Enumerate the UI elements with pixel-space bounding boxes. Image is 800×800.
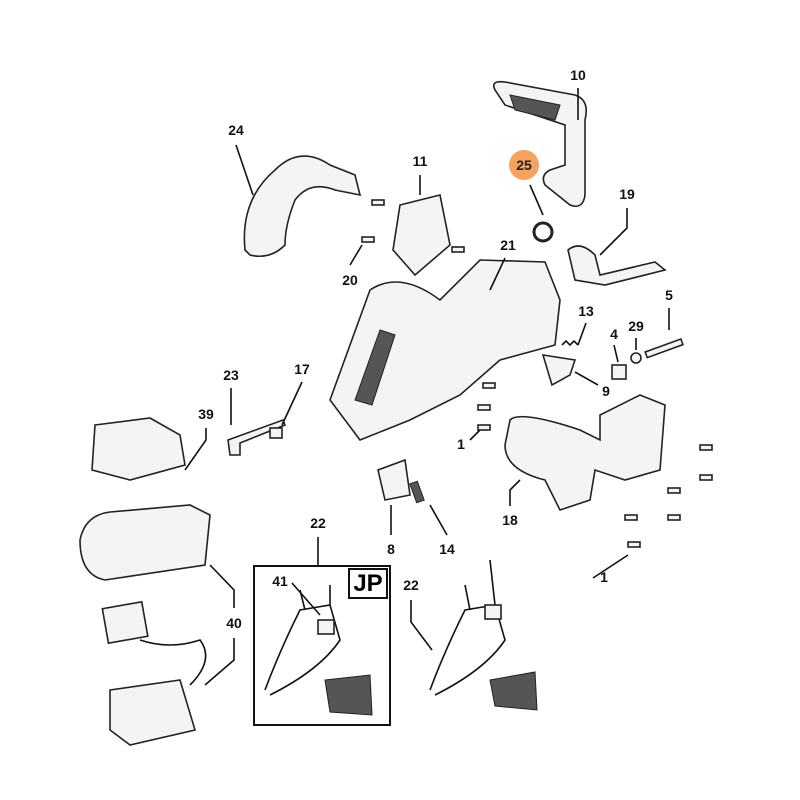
part-19-lever [567, 245, 667, 286]
part-39-battery [91, 417, 186, 481]
label-1-bottom: 1 [600, 569, 608, 585]
part-40-charger [109, 679, 197, 746]
label-5: 5 [665, 287, 673, 303]
part-5-bolt [644, 337, 684, 359]
part-40-charger-base [79, 504, 211, 581]
label-24: 24 [228, 122, 244, 138]
part-18-motor-gearbox [504, 394, 666, 511]
label-17: 17 [294, 361, 310, 377]
leader-lines [184, 88, 670, 686]
label-22-jp: 22 [310, 515, 326, 531]
part-25-ring [532, 221, 554, 243]
part-13-spring [561, 339, 579, 347]
part-22-harness [429, 559, 506, 696]
part-17-small-part [269, 427, 283, 439]
label-11: 11 [412, 153, 428, 169]
jp-region-label: JP [348, 568, 388, 599]
part-40-adapter [101, 600, 149, 645]
label-29: 29 [628, 318, 644, 334]
part-9-switch [541, 354, 577, 387]
label-10: 10 [570, 67, 586, 83]
label-40: 40 [226, 615, 242, 631]
screws [361, 199, 713, 548]
label-1: 1 [457, 436, 465, 452]
label-19: 19 [619, 186, 635, 202]
label-20: 20 [342, 272, 358, 288]
label-18: 18 [502, 512, 518, 528]
label-39: 39 [198, 406, 214, 422]
part-21-main-housing [329, 259, 561, 441]
jp-region-box [253, 565, 391, 726]
part-8-switch-block [377, 458, 411, 501]
label-9: 9 [602, 383, 610, 399]
part-24-rear-handle [243, 155, 362, 258]
label-25-highlighted[interactable]: 25 [509, 150, 539, 180]
label-21: 21 [500, 237, 516, 253]
label-14: 14 [439, 541, 455, 557]
part-22-harness-jp [264, 585, 341, 696]
part-10-front-handle [492, 80, 588, 208]
part-29-nut [630, 352, 642, 364]
part-11-cover [392, 194, 451, 277]
label-22: 22 [403, 577, 419, 593]
label-4: 4 [610, 326, 618, 342]
part-4-clip [611, 364, 627, 380]
label-8: 8 [387, 541, 395, 557]
part-14-spring [409, 480, 425, 504]
label-23: 23 [223, 367, 239, 383]
label-41: 41 [272, 573, 288, 589]
label-13: 13 [578, 303, 594, 319]
